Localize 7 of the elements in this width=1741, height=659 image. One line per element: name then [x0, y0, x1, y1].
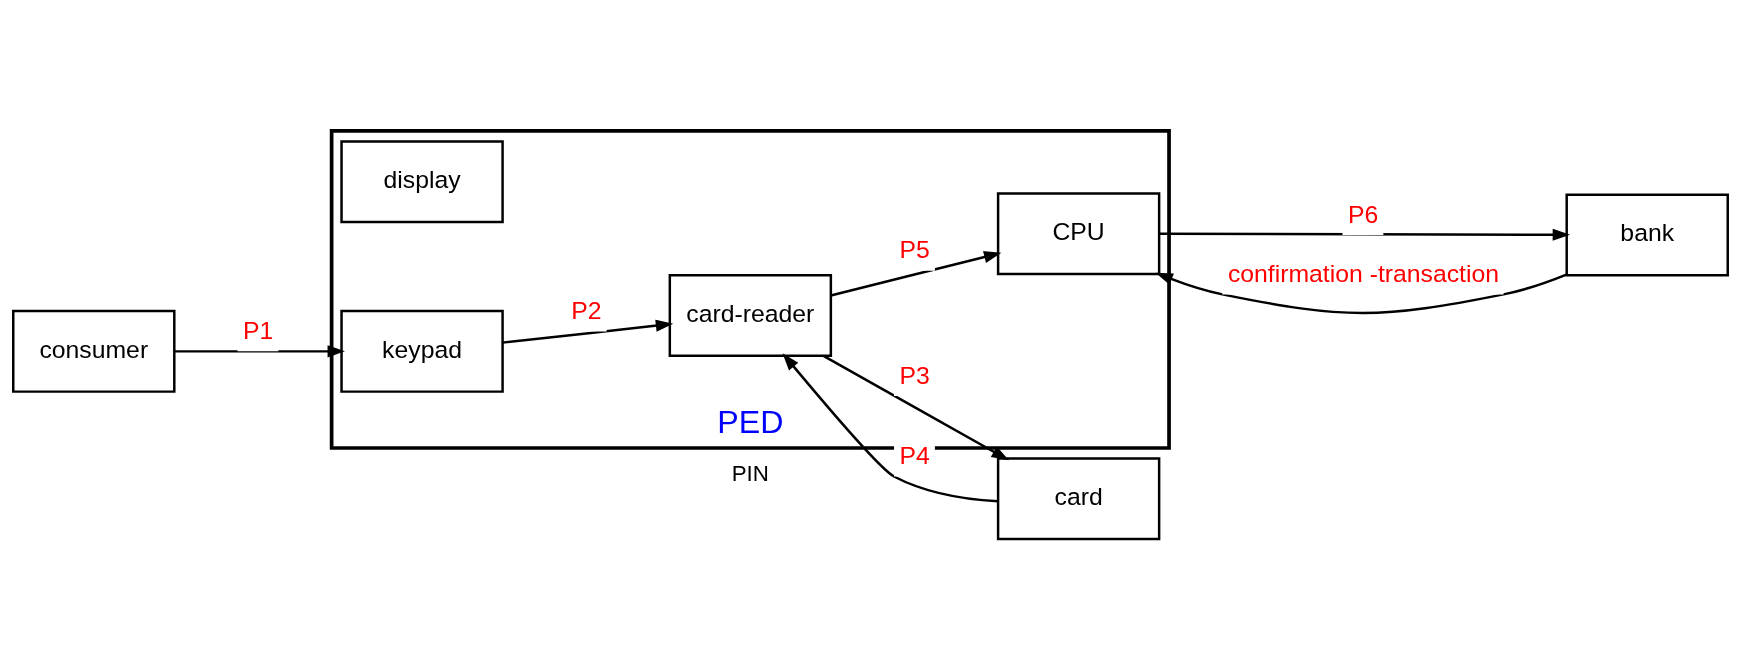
label: PIN: [731, 460, 769, 486]
edge-label: P5: [899, 235, 930, 263]
edge-label: P2: [571, 296, 602, 324]
edge-label: P3: [899, 361, 930, 389]
edge-label: P6: [1348, 200, 1379, 228]
edge-label: confirmation -transaction: [1227, 259, 1500, 287]
edge-label: P1: [243, 316, 274, 344]
